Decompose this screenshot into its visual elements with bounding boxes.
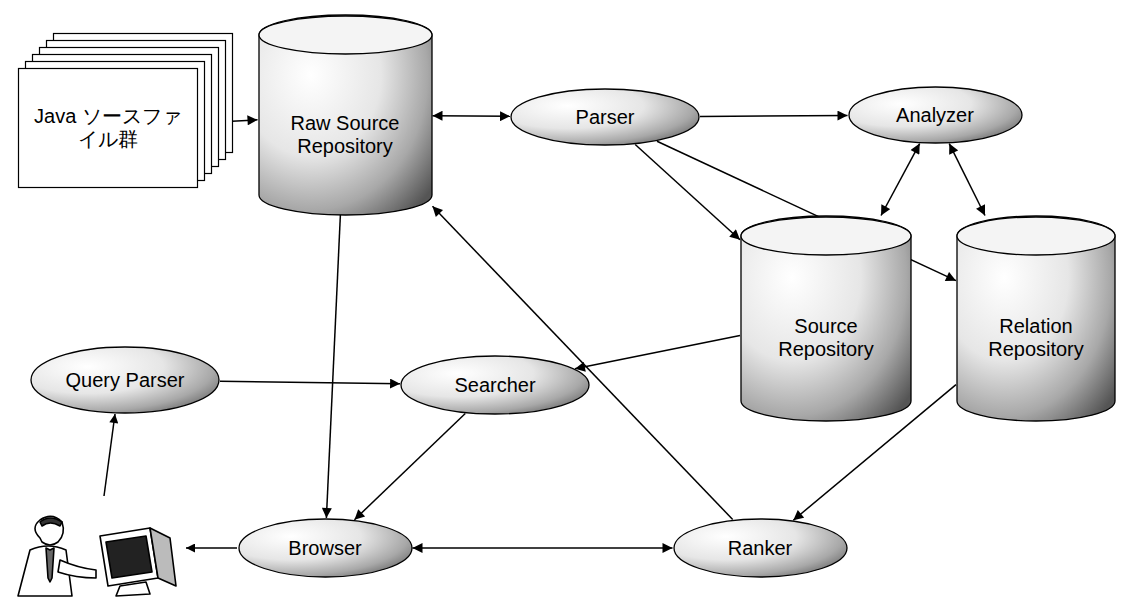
connector-arrow xyxy=(413,547,673,549)
repository-cylinder: Source Repository xyxy=(740,216,912,421)
process-ellipse: Parser xyxy=(510,88,700,146)
connector-arrow xyxy=(881,144,920,216)
node-label: Query Parser xyxy=(66,369,185,392)
user-illustration xyxy=(0,498,200,598)
connector-arrow xyxy=(326,215,340,518)
node-label: Relation Repository xyxy=(968,315,1105,361)
node-label: Browser xyxy=(288,537,361,560)
process-ellipse: Ranker xyxy=(673,518,848,578)
connector-arrow xyxy=(635,144,740,239)
node-label: Analyzer xyxy=(896,104,974,127)
repository-cylinder: Raw Source Repository xyxy=(258,15,433,215)
node-label: Parser xyxy=(576,106,635,129)
process-ellipse: Searcher xyxy=(400,355,590,415)
process-ellipse: Query Parser xyxy=(30,346,220,414)
node-label: Java ソースファイル群 xyxy=(27,105,189,151)
process-ellipse: Analyzer xyxy=(848,86,1023,144)
node-label: Source Repository xyxy=(753,315,900,361)
connector-arrow xyxy=(700,115,848,117)
node-label: Ranker xyxy=(728,537,792,560)
connector-arrow xyxy=(433,115,511,117)
source-files-stack: Java ソースファイル群 xyxy=(18,68,198,188)
user-link xyxy=(186,547,237,549)
connector-arrow xyxy=(949,144,985,216)
user-link xyxy=(104,414,115,496)
connector-arrow xyxy=(575,335,740,368)
node-label: Searcher xyxy=(454,374,535,397)
repository-cylinder: Relation Repository xyxy=(956,216,1116,421)
connector-arrow xyxy=(354,413,465,519)
connector-arrow xyxy=(220,381,400,383)
process-ellipse: Browser xyxy=(238,518,413,578)
node-label: Raw Source Repository xyxy=(270,112,420,158)
